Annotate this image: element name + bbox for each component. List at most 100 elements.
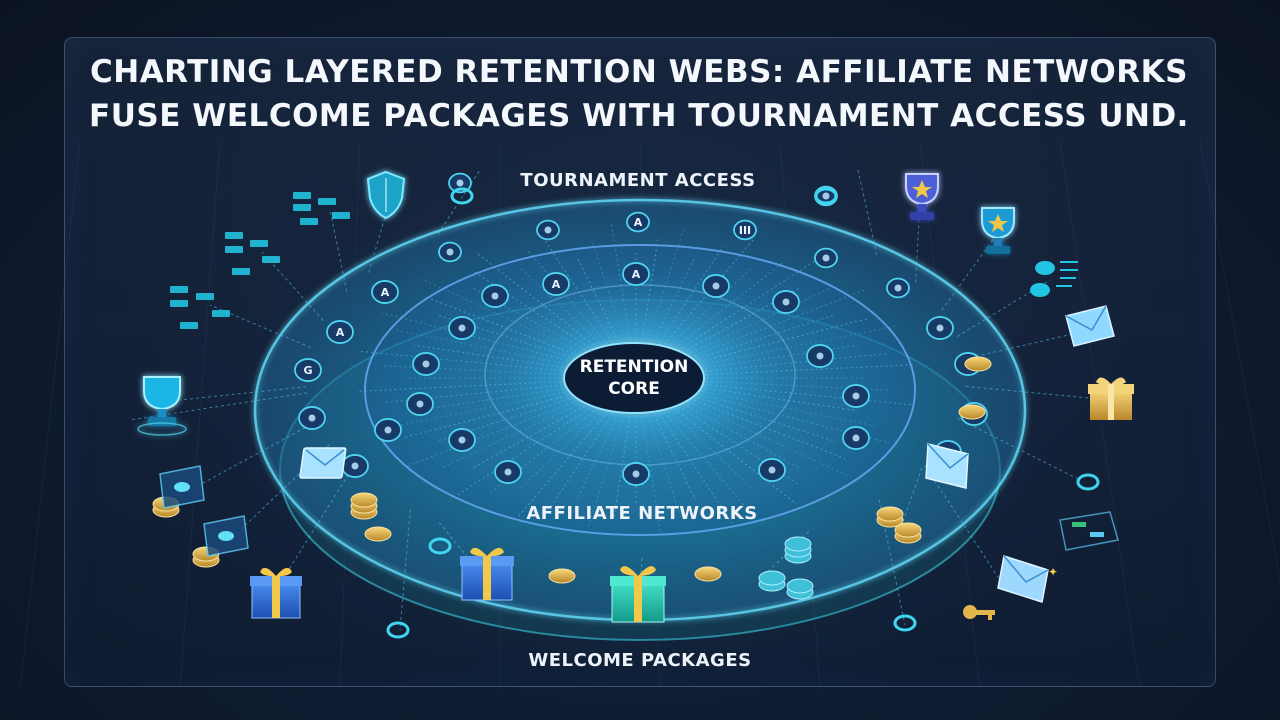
gift-icon [460, 547, 514, 601]
spoke-line [357, 380, 577, 392]
ring-node [814, 247, 838, 269]
ring-node [758, 458, 786, 482]
ring-node: III [733, 219, 757, 241]
spoke-line [695, 353, 888, 373]
grid-line [19, 139, 81, 691]
ring-node [406, 392, 434, 416]
spoke-line [651, 255, 696, 347]
ring-marker [428, 537, 452, 555]
envelope-icon [925, 443, 969, 489]
spoke-line [396, 329, 580, 368]
gift-icon [610, 566, 666, 623]
coin [958, 404, 986, 420]
coin [784, 536, 812, 552]
spoke-line [436, 394, 585, 442]
ring-node: A [626, 211, 650, 233]
ring-node [842, 384, 870, 408]
core-label-line1: RETENTION [580, 357, 689, 377]
spoke-line [404, 391, 582, 438]
card-icon [159, 465, 1119, 557]
spoke-line [690, 318, 868, 365]
title-line-2: FUSE WELCOME PACKAGES WITH TOURNAMENT AC… [89, 98, 1189, 134]
gift-icon [1088, 377, 1134, 420]
connection-line [941, 229, 1001, 311]
ring-marker [814, 187, 838, 205]
grid-line [1199, 139, 1280, 583]
ring-node-glyph: A [634, 216, 643, 229]
spoke-line [692, 388, 876, 427]
coin [694, 566, 722, 582]
svg-text:✦: ✦ [1048, 565, 1058, 579]
ring-node: G [294, 358, 322, 382]
ring-node [806, 344, 834, 368]
ring-node: A [371, 280, 399, 304]
ring-node [702, 274, 730, 298]
spoke-line [684, 396, 846, 459]
spoke-line [645, 410, 681, 517]
ring-node [298, 406, 326, 430]
ring-node [926, 316, 954, 340]
spoke-line [591, 239, 627, 346]
connection-line [857, 169, 878, 256]
connection-line [899, 467, 923, 531]
ring-node [448, 172, 472, 194]
connection-line [399, 509, 411, 631]
diagram-title: CHARTING LAYERED RETENTION WEBS: AFFILIA… [64, 50, 1214, 138]
spoke-line [360, 350, 577, 373]
link-chain-icon [1030, 261, 1078, 297]
spoke-line [548, 408, 616, 511]
ring-node [374, 418, 402, 442]
affiliate-networks-label: AFFILIATE NETWORKS [526, 503, 757, 524]
coin [894, 522, 922, 538]
spoke-line [372, 388, 580, 432]
spoke-line [692, 324, 900, 368]
envelope-icon [1065, 305, 1115, 347]
spoke-line [455, 402, 598, 497]
ring-marker [386, 621, 410, 639]
ring-node [772, 290, 800, 314]
ring-node-glyph: G [303, 364, 312, 377]
trophy-icon [905, 173, 939, 220]
spoke-line [421, 278, 591, 358]
spoke-line [695, 383, 912, 406]
grid-line [179, 139, 221, 691]
ring-node: A [622, 262, 650, 286]
spoke-line [436, 314, 585, 362]
ring-node [842, 426, 870, 450]
ring-node [341, 454, 369, 478]
ring-marker [450, 187, 474, 205]
ring-node-glyph: A [381, 286, 390, 299]
spoke-line [613, 410, 632, 518]
spoke-line [674, 259, 817, 354]
spoke-line [576, 255, 621, 347]
ring-node-glyph: III [739, 224, 751, 237]
title-line-1: CHARTING LAYERED RETENTION WEBS: AFFILIA… [90, 54, 1188, 90]
trophy-icon [137, 376, 187, 436]
spoke-line [645, 226, 686, 346]
spoke-line [687, 394, 836, 442]
ring-node-glyph: A [552, 278, 561, 291]
trophy-icon [981, 207, 1015, 254]
ring-node [448, 316, 476, 340]
spoke-line [656, 245, 724, 348]
coin [786, 578, 814, 594]
coin [964, 356, 992, 372]
ring-node [448, 428, 476, 452]
spoke-line [576, 409, 621, 501]
ring-node-glyph: A [632, 268, 641, 281]
coin [758, 570, 786, 586]
spoke-line [586, 410, 627, 530]
ring-node [886, 277, 910, 299]
ring-node [481, 284, 509, 308]
retention-core: RETENTION CORE [563, 342, 705, 414]
ring-node: A [542, 272, 570, 296]
spoke-line [660, 407, 745, 506]
spoke-line [517, 407, 612, 518]
spoke-line [475, 251, 602, 352]
flowchart-icon [170, 192, 350, 329]
coin [364, 526, 392, 542]
spoke-line [651, 409, 696, 501]
